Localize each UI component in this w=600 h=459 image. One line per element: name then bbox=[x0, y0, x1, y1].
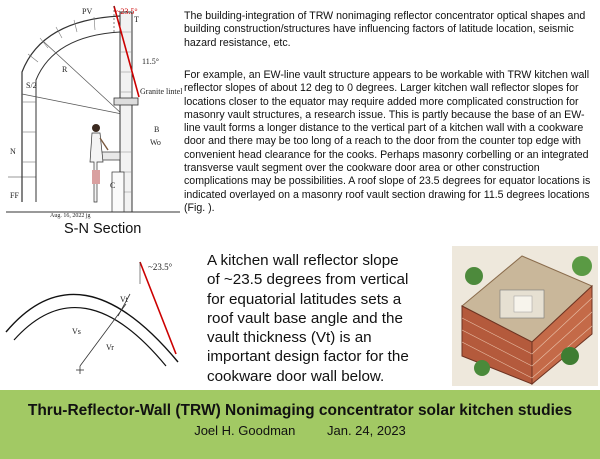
vault-inner-curve bbox=[13, 307, 167, 367]
label-b: B bbox=[154, 125, 159, 134]
body-paragraph: For example, an EW-line vault structure … bbox=[184, 69, 591, 214]
footer-byline: Joel H. Goodman Jan. 24, 2023 bbox=[0, 423, 600, 438]
vault-outer-curve bbox=[5, 293, 179, 363]
label-ff: FF bbox=[10, 191, 19, 200]
footer-bar bbox=[0, 390, 600, 459]
label-date: Aug. 16, 2022 jg bbox=[50, 213, 91, 219]
kitchen-illustration bbox=[452, 246, 598, 386]
label-granite-lintel: Granite lintel bbox=[140, 87, 182, 96]
label-vs: Vs bbox=[72, 327, 81, 336]
granite-lintel bbox=[113, 97, 139, 106]
vault-inner-arc bbox=[35, 31, 121, 202]
label-s2: S/2 bbox=[26, 81, 37, 90]
label-t: T bbox=[134, 15, 139, 24]
vault-reflector-line bbox=[139, 261, 177, 355]
label-pv: PV bbox=[82, 7, 92, 16]
label-wo: Wo bbox=[150, 138, 161, 147]
label-r: R bbox=[62, 65, 68, 74]
label-vt: Vt bbox=[120, 295, 129, 304]
section-drawing: PV ~23.5° T 11.5° S/2 R Granite lintel B… bbox=[6, 5, 182, 219]
vault-diagram: ~23.5° Vt Vs Vr bbox=[5, 261, 179, 374]
label-angle-23: ~23.5° bbox=[116, 7, 138, 16]
footer-author: Joel H. Goodman bbox=[194, 423, 296, 438]
section-caption: S-N Section bbox=[64, 221, 142, 237]
label-angle-11: 11.5° bbox=[142, 57, 159, 66]
label-vault-angle: ~23.5° bbox=[148, 262, 173, 272]
label-vr: Vr bbox=[106, 343, 114, 352]
reflector-slope-line bbox=[113, 5, 140, 98]
callout-text: A kitchen wall reflector slope of ~23.5 … bbox=[207, 252, 409, 385]
cook-figure bbox=[89, 124, 109, 203]
footer-date: Jan. 24, 2023 bbox=[327, 423, 406, 438]
vault-outer-arc bbox=[21, 15, 121, 202]
footer-title: Thru-Reflector-Wall (TRW) Nonimaging con… bbox=[27, 402, 573, 419]
intro-paragraph: The building-integration of TRW nonimagi… bbox=[184, 10, 586, 49]
label-c: C bbox=[110, 181, 115, 190]
label-n: N bbox=[10, 147, 16, 156]
